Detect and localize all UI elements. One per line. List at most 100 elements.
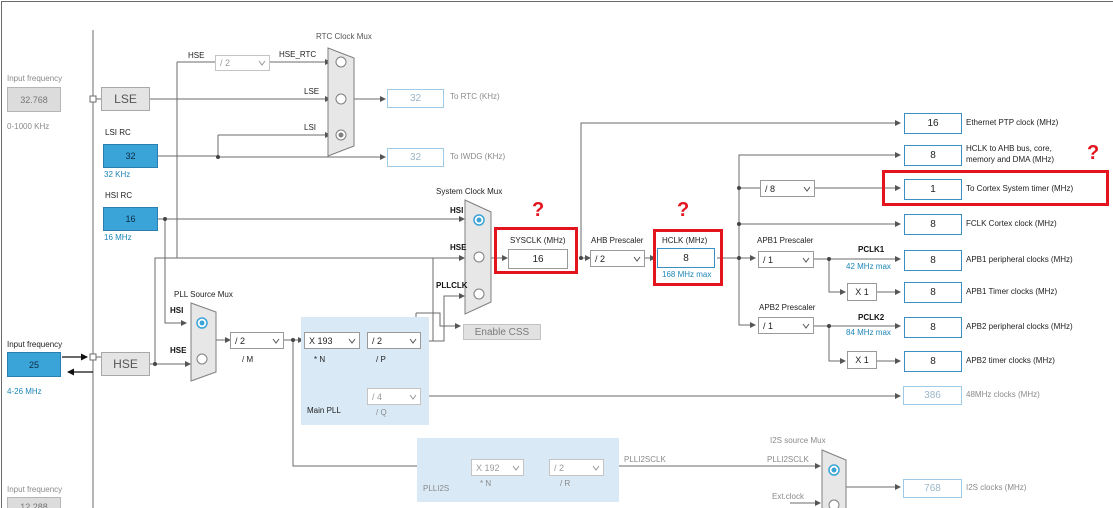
pll-q-label: / Q	[376, 408, 387, 417]
hclk-max-label: 168 MHz max	[662, 270, 712, 279]
pll-source-mux[interactable]	[190, 302, 217, 382]
lse-button[interactable]: LSE	[101, 87, 150, 111]
chevron-down-icon	[592, 465, 600, 471]
chevron-down-icon	[802, 257, 810, 263]
rtc-lse-label: LSE	[304, 87, 320, 96]
hsi-rc-label: HSI RC	[105, 191, 133, 200]
hse-rtc-label: HSE_RTC	[279, 50, 317, 59]
ethernet-ptp-output-value[interactable]: 16	[904, 113, 962, 134]
hse-input-frequency-field[interactable]: 25	[7, 352, 61, 377]
i2s-mux-title: I2S source Mux	[770, 436, 826, 445]
i2s-output-label: I2S clocks (MHz)	[966, 483, 1027, 492]
sysmux-pllclk-label: PLLCLK	[436, 281, 468, 290]
hsi-rc-value: 16	[103, 207, 158, 231]
hclk-value[interactable]: 8	[657, 248, 715, 268]
apb2-peripheral-output-label: APB2 peripheral clocks (MHz)	[966, 322, 1073, 331]
ahb-prescaler-label: AHB Prescaler	[591, 236, 644, 245]
plli2s-n-multiplier-select[interactable]: X 192	[471, 459, 524, 476]
cortex-timer-output-value[interactable]: 1	[904, 179, 962, 200]
rtc-output-label: To RTC (KHz)	[450, 92, 500, 101]
plli2s-r-divider-select[interactable]: / 2	[549, 459, 604, 476]
apb2-timer-output-value[interactable]: 8	[904, 351, 962, 372]
chevron-down-icon	[348, 338, 356, 344]
hse-range-label: 4-26 MHz	[7, 387, 42, 396]
chevron-down-icon	[258, 60, 266, 66]
iwdg-output-label: To IWDG (KHz)	[450, 152, 506, 161]
chevron-down-icon	[409, 338, 417, 344]
cortex-timer-divider-select[interactable]: / 8	[760, 180, 815, 197]
main-pll-label: Main PLL	[307, 406, 341, 415]
lsi-rc-label: LSI RC	[105, 128, 131, 137]
apb2-peripheral-output-value[interactable]: 8	[904, 317, 962, 338]
rtc-hse-label: HSE	[188, 51, 205, 60]
enable-css-button[interactable]: Enable CSS	[463, 324, 541, 340]
chevron-down-icon	[409, 394, 417, 400]
i2s-source-mux[interactable]	[821, 449, 847, 508]
apb1-timer-multiplier: X 1	[847, 283, 877, 301]
apb2-max-label: 84 MHz max	[846, 328, 891, 337]
pll-m-label: / M	[242, 355, 254, 364]
cortex-question-mark: ?	[1087, 142, 1100, 164]
system-mux-title: System Clock Mux	[436, 187, 503, 196]
plli2sclk-label: PLLI2SCLK	[624, 455, 666, 464]
apb1-peripheral-output-label: APB1 peripheral clocks (MHz)	[966, 255, 1073, 264]
apb1-timer-output-value[interactable]: 8	[904, 282, 962, 303]
pll-p-divider-select[interactable]: / 2	[367, 332, 421, 349]
i2s-mux-ext-label: Ext.clock	[772, 492, 805, 501]
mhz48-output-label: 48MHz clocks (MHz)	[966, 390, 1040, 399]
hclk-ahb-output-value[interactable]: 8	[904, 145, 962, 166]
rtc-lsi-label: LSI	[304, 123, 317, 132]
pll-n-label: * N	[314, 355, 326, 364]
apb2-timer-multiplier: X 1	[847, 351, 877, 369]
pll-p-label: / P	[376, 355, 386, 364]
plli2s-n-label: * N	[480, 479, 492, 488]
pll-source-mux-title: PLL Source Mux	[174, 290, 233, 299]
hsi-unit-label: 16 MHz	[104, 233, 132, 242]
apb1-timer-output-label: APB1 Timer clocks (MHz)	[966, 287, 1058, 296]
i2s-output-value: 768	[903, 479, 962, 498]
sysclk-question-mark: ?	[532, 199, 545, 221]
apb1-peripheral-output-value[interactable]: 8	[904, 250, 962, 271]
input-frequency-label: Input frequency	[7, 340, 63, 349]
rtc-hse-divider-select[interactable]: / 2	[215, 55, 270, 71]
sysclk-highlight	[494, 227, 578, 274]
i2s-ext-input-field[interactable]: 12.288	[7, 497, 61, 508]
fclk-output-label: FCLK Cortex clock (MHz)	[966, 219, 1057, 228]
ahb-prescaler-select[interactable]: / 2	[590, 250, 645, 267]
cortex-timer-highlight	[882, 170, 1109, 206]
pclk2-label: PCLK2	[858, 313, 885, 322]
lse-input-frequency-field[interactable]: 32.768	[7, 87, 61, 112]
lse-range-label: 0-1000 KHz	[7, 122, 50, 131]
pllsrc-hse-label: HSE	[170, 346, 187, 355]
apb1-prescaler-label: APB1 Prescaler	[757, 236, 814, 245]
pll-q-divider-select[interactable]: / 4	[367, 388, 421, 405]
pllsrc-hsi-label: HSI	[170, 306, 184, 315]
chevron-down-icon	[803, 186, 811, 192]
chevron-down-icon	[272, 338, 280, 344]
cortex-timer-output-label: To Cortex System timer (MHz)	[966, 184, 1074, 193]
apb1-max-label: 42 MHz max	[846, 262, 891, 271]
chevron-down-icon	[802, 323, 810, 329]
iwdg-output-value: 32	[387, 148, 444, 167]
chevron-down-icon	[633, 256, 641, 262]
hclk-label: HCLK (MHz)	[662, 236, 708, 245]
input-frequency-label: Input frequency	[7, 74, 63, 83]
rtc-output-value: 32	[387, 89, 444, 108]
sysmux-hsi-label: HSI	[450, 206, 464, 215]
pll-m-divider-select[interactable]: / 2	[230, 332, 284, 349]
plli2s-label: PLLI2S	[423, 484, 450, 493]
plli2s-r-label: / R	[560, 479, 571, 488]
fclk-output-value[interactable]: 8	[904, 214, 962, 235]
apb2-prescaler-select[interactable]: / 1	[758, 317, 814, 334]
lsi-rc-value: 32	[103, 144, 158, 168]
hse-button[interactable]: HSE	[101, 352, 150, 376]
chevron-down-icon	[512, 465, 520, 471]
hclk-ahb-output-label-2: memory and DMA (MHz)	[966, 155, 1055, 164]
i2s-mux-pllclk-label: PLLI2SCLK	[767, 455, 809, 464]
input-frequency-label: Input frequency	[7, 485, 63, 494]
pll-n-multiplier-select[interactable]: X 193	[304, 332, 360, 349]
apb2-prescaler-label: APB2 Prescaler	[759, 303, 816, 312]
apb1-prescaler-select[interactable]: / 1	[758, 251, 814, 268]
